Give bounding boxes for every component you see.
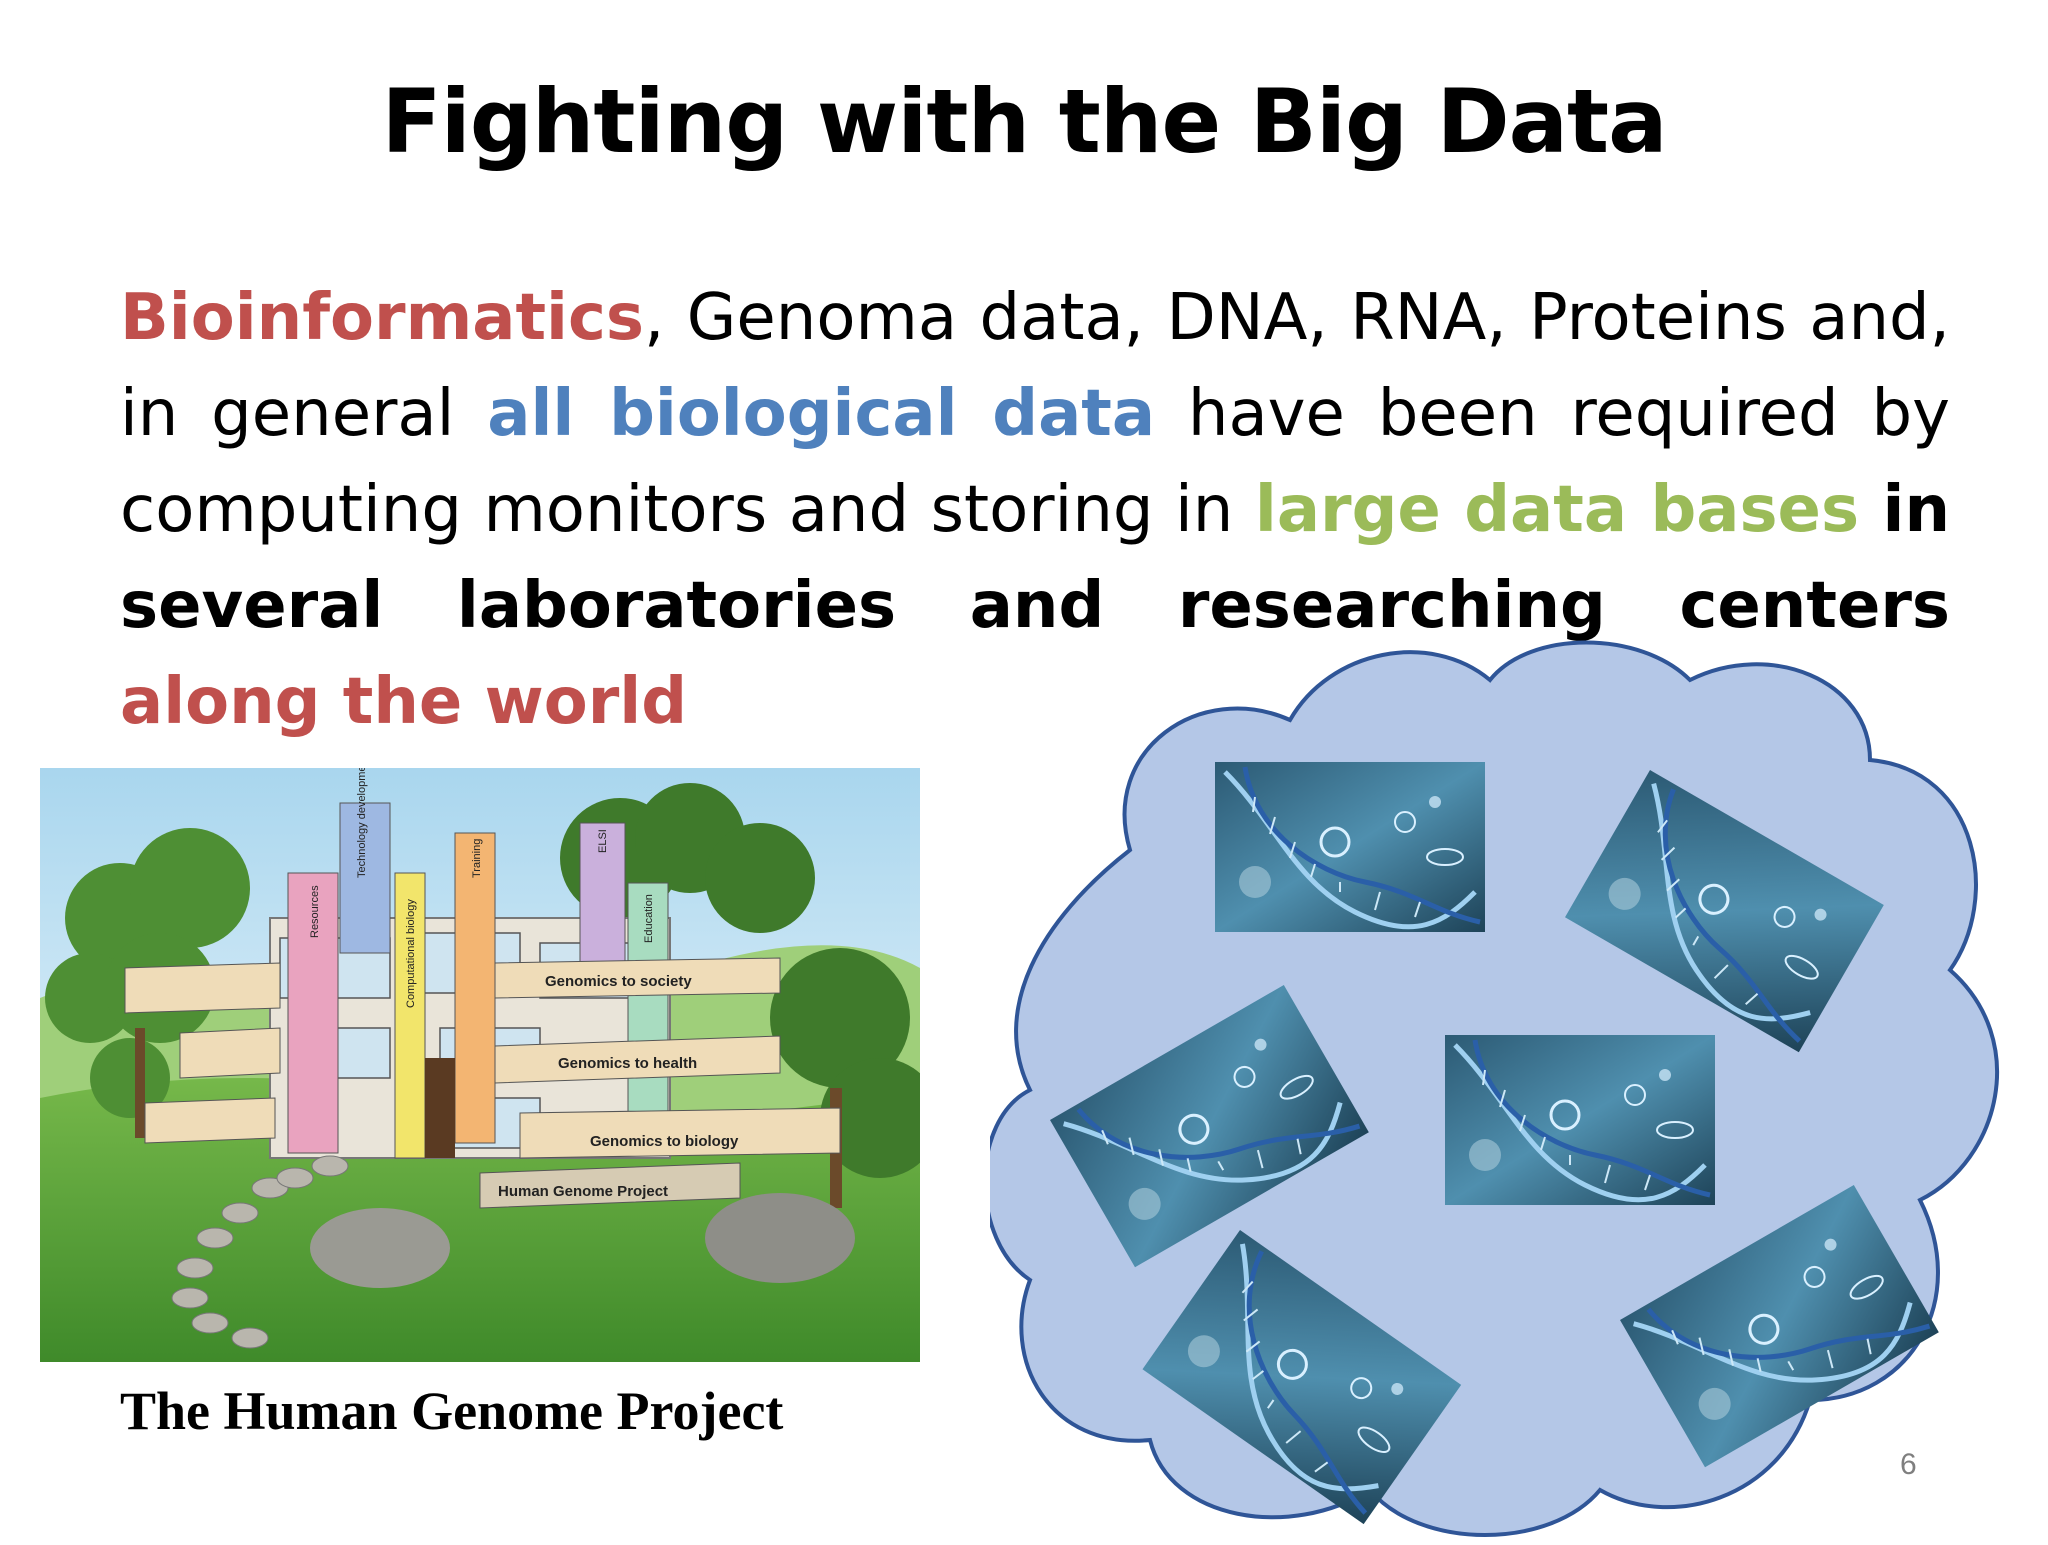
term-along-the-world: along the world	[120, 665, 687, 739]
label-genomics-to-society: Genomics to society	[545, 973, 692, 990]
label-genomics-to-biology: Genomics to biology	[590, 1133, 739, 1150]
body-text-2: have been required by computing monitors…	[120, 377, 1950, 547]
slide-title: Fighting with the Big Data	[381, 70, 1667, 173]
data-cloud-shape	[983, 640, 2020, 1540]
term-bioinformatics: Bioinformatics	[120, 281, 644, 355]
label-genomics-to-health: Genomics to health	[558, 1055, 697, 1072]
label-education: Education	[643, 894, 655, 943]
label-elsi: ELSI	[597, 829, 609, 853]
term-large-data-bases: large data bases	[1254, 473, 1860, 547]
body-text-3-bold: in several laboratories and researching …	[120, 473, 1951, 643]
image-caption: The Human Genome Project	[120, 1381, 784, 1441]
label-human-genome-project: Human Genome Project	[498, 1183, 668, 1200]
term-all-biological-data: all biological data	[487, 377, 1156, 451]
label-computational-biology: Computational biology	[405, 899, 417, 1008]
label-resources: Resources	[309, 885, 321, 938]
dna-image-4	[1445, 1035, 1715, 1205]
slide-body-paragraph: Bioinformatics, Genoma data, DNA, RNA, P…	[120, 270, 1950, 750]
label-technology-development: Technology development	[356, 768, 368, 878]
page-number: 6	[1900, 1448, 1917, 1481]
dna-image-1	[1215, 762, 1485, 932]
human-genome-project-illustration: Resources Technology development Computa…	[40, 768, 920, 1362]
body-text-1: , Genoma data, DNA, RNA, Proteins and, i…	[120, 281, 1950, 451]
label-training: Training	[471, 839, 483, 878]
